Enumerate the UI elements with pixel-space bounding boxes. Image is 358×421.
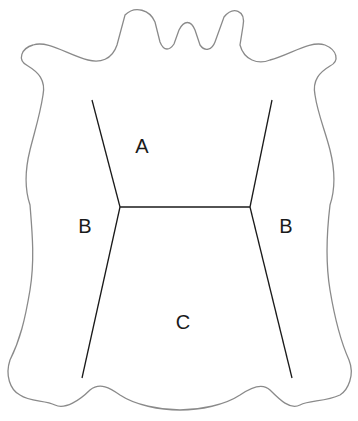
- region-letter: B: [279, 216, 292, 236]
- cut-line: [250, 100, 272, 207]
- cut-line: [92, 100, 120, 207]
- cut-line: [120, 206, 250, 207]
- region-letter: C: [176, 312, 190, 332]
- hide-outline: [8, 10, 351, 410]
- cut-lines: [82, 100, 292, 378]
- cut-line: [250, 207, 292, 378]
- region-letter: B: [78, 216, 91, 236]
- region-letter: A: [135, 136, 148, 156]
